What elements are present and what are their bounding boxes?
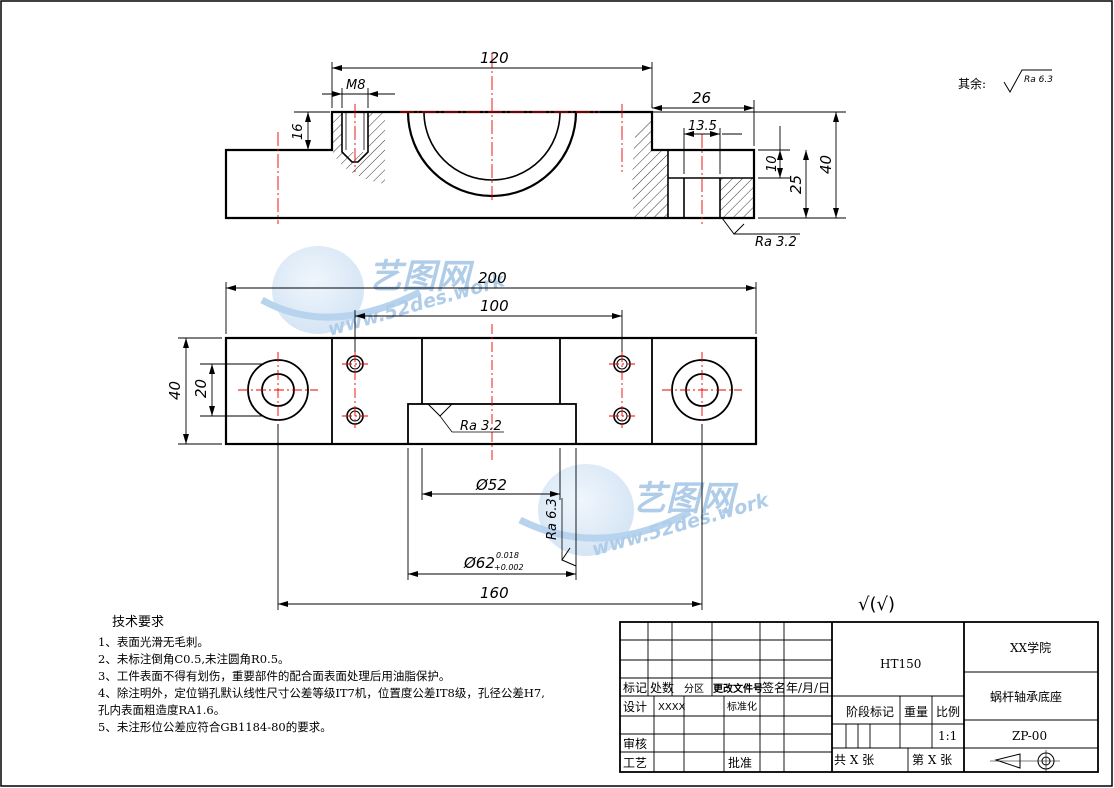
tech-req-item-3: 3、工件表面不得有划伤，重要部件的配合面表面处理后用油脂保护。: [98, 669, 450, 683]
scale-value: 1:1: [938, 729, 957, 743]
ra63-bore-label: Ra 6.3: [545, 498, 560, 540]
general-roughness: 其余: Ra 6.3: [958, 69, 1053, 94]
dim-plan-40: 40: [166, 381, 184, 400]
front-view: [224, 54, 756, 224]
watermark-top: 艺图网 www.52des.work: [260, 246, 508, 341]
dim-160: 160: [480, 584, 509, 602]
part-name-value: 蜗杆轴承底座: [990, 689, 1062, 704]
header-change-doc: 更改文件号: [713, 682, 763, 695]
tech-req-item-4: 4、除注明外，定位销孔默认线性尺寸公差等级IT7机，位置度公差IT8级，孔径公差…: [98, 686, 545, 700]
tech-req-title: 技术要求: [112, 615, 164, 630]
review-label: 审核: [623, 736, 647, 751]
front-dimensions: [294, 62, 846, 219]
dim-m8: M8: [346, 78, 366, 93]
plan-dimensions: [178, 282, 757, 610]
dim-120: 120: [480, 49, 509, 67]
surface-symbol: √(√): [858, 594, 895, 615]
hatch-right-wall: [720, 178, 754, 218]
header-mark: 标记: [623, 681, 647, 695]
title-block-text: HT150 XX学院 蜗杆轴承底座 ZP-00 标记 处数 分区 更改文件号 签…: [623, 640, 1062, 770]
drawing-number: ZP-00: [1012, 729, 1047, 743]
tech-req-item-2: 2、未标注倒角C0.5,未注圆角R0.5。: [98, 652, 290, 666]
sheet-number: 第 X 张: [912, 753, 952, 767]
ra32-top-label: Ra 3.2: [755, 235, 797, 250]
dim-10: 10: [765, 155, 780, 172]
dim-100: 100: [480, 297, 509, 315]
dim-25: 25: [787, 175, 805, 194]
tech-req-item-5: 孔内表面粗造度RA1.6。: [98, 703, 225, 717]
general-roughness-label: 其余:: [958, 76, 986, 91]
sheets-total: 共 X 张: [834, 753, 874, 767]
title-block: [619, 621, 1099, 773]
process-label: 工艺: [623, 756, 647, 770]
dim-13-5: 13.5: [688, 119, 717, 134]
roughness-ra32-plan: Ra 3.2: [427, 403, 504, 434]
roughness-ra63-bore: Ra 6.3: [545, 498, 577, 567]
dim-phi62: Ø62: [463, 554, 495, 572]
front-dim-labels: 120 M8 16 26 13.5 10 25 40: [291, 49, 835, 194]
ra32-plan-label: Ra 3.2: [460, 419, 502, 434]
header-date: 年/月/日: [786, 681, 830, 695]
tol-lower: +0.002: [494, 563, 524, 572]
dim-plan-20: 20: [192, 379, 210, 398]
dim-26: 26: [692, 89, 711, 107]
header-zone: 分区: [684, 683, 704, 695]
roughness-ra32-top: Ra 3.2: [721, 217, 800, 250]
technical-requirements: 技术要求 1、表面光滑无毛刺。 2、未标注倒角C0.5,未注圆角R0.5。 3、…: [98, 615, 545, 734]
watermark-brand-2: 艺图网: [632, 479, 739, 519]
dim-phi52: Ø52: [475, 476, 507, 494]
material-value: HT150: [880, 657, 921, 671]
header-count: 处数: [650, 680, 674, 695]
plan-dim-labels: 200 100 40 20 Ø52 Ø62 0.018 +0.002 160: [166, 269, 524, 602]
tol-upper: 0.018: [496, 551, 519, 560]
dim-40: 40: [817, 155, 835, 174]
stage-label: 阶段标记: [846, 704, 894, 719]
scale-label: 比例: [936, 705, 960, 719]
header-signature: 签名: [762, 680, 786, 695]
front-outline: [224, 110, 756, 220]
projection-symbol-icon: [990, 750, 1060, 772]
dim-200: 200: [478, 269, 507, 287]
designer-value: XXXX: [658, 702, 686, 713]
weight-label: 重量: [904, 705, 928, 719]
dim-16: 16: [291, 123, 306, 140]
general-roughness-value: Ra 6.3: [1024, 75, 1053, 85]
tech-req-item-6: 5、未注形位公差应符合GB1184-80的要求。: [98, 720, 332, 734]
plan-view: [224, 324, 758, 460]
design-label: 设计: [623, 700, 647, 714]
approve-label: 批准: [728, 755, 752, 770]
school-value: XX学院: [1010, 640, 1051, 655]
tech-req-item-1: 1、表面光滑无毛刺。: [98, 635, 209, 649]
standardize-label: 标准化: [727, 700, 757, 713]
